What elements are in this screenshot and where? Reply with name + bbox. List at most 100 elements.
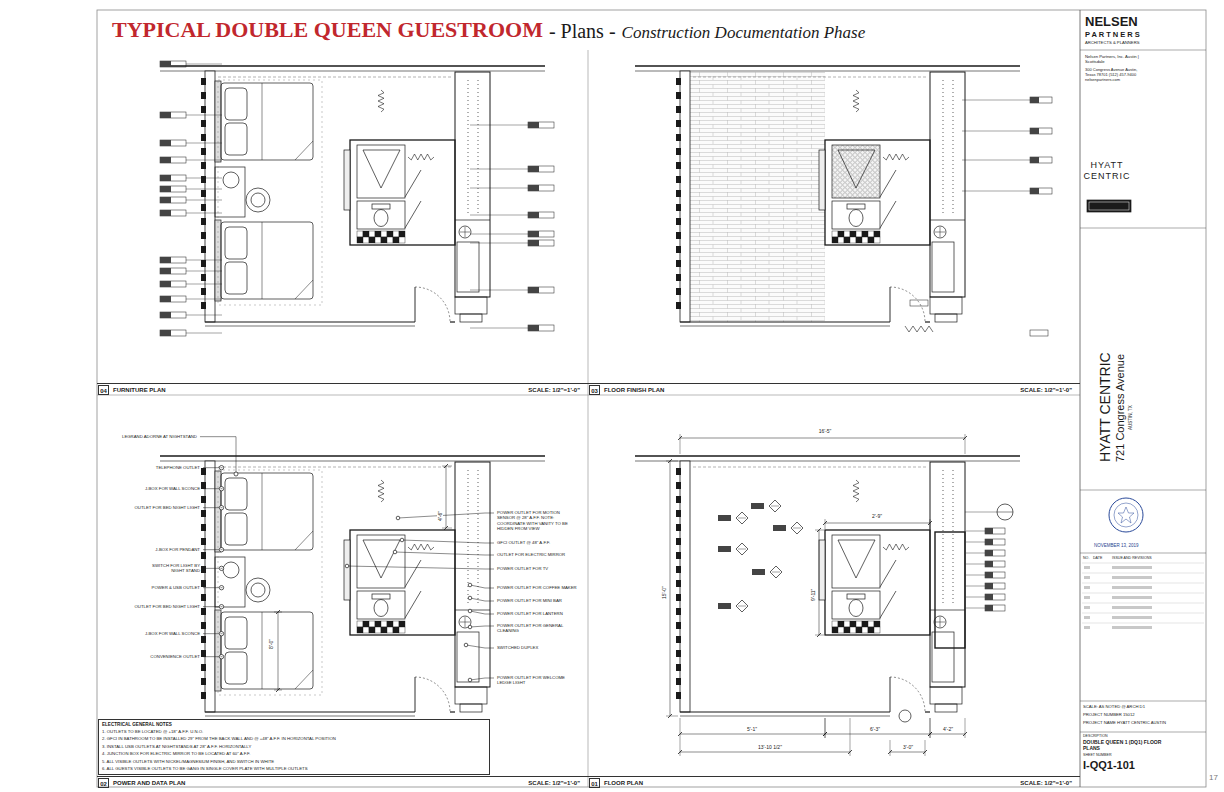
outlet-symbol — [468, 678, 472, 682]
text-holder: POWER AND DATA PLAN — [113, 780, 185, 788]
callout-tag — [528, 240, 554, 246]
outlet-symbol — [219, 631, 223, 635]
closet-rod — [468, 80, 469, 215]
window-mullion — [201, 608, 206, 615]
corridor-wall — [450, 711, 455, 712]
text-holder: NOVEMBER 13, 2019 — [1094, 543, 1139, 549]
finish-tags — [905, 97, 1052, 336]
entry-ledge — [935, 314, 957, 322]
callout-tag — [160, 140, 186, 146]
label-holder: POWER OUTLET FOR TV — [497, 566, 548, 571]
keynote-tag — [985, 583, 1005, 589]
extension-line — [680, 718, 681, 738]
outlet-symbol — [219, 486, 223, 490]
wall-hatch — [874, 621, 880, 627]
label-holder: LEGRAND ADORNE AT NIGHTSTAND — [122, 434, 197, 439]
window-mullion — [201, 482, 206, 489]
panel-title-band: 04FURNITURE PLANSCALE: 1/2"=1'-0" — [97, 383, 588, 395]
tile-finish — [832, 145, 880, 198]
dimension-line — [446, 466, 447, 528]
curtain-line — [218, 77, 452, 78]
bathroom-wall — [350, 140, 455, 245]
corridor-wall — [925, 711, 930, 712]
wall-hatch — [832, 621, 838, 627]
callout-label: POWER OUTLET FOR MOTION SENSOR @ 28" A.F… — [497, 510, 579, 531]
leader-line — [186, 64, 222, 65]
keynote-diamond — [772, 572, 780, 573]
sheet-border — [97, 10, 1206, 787]
exterior-wall — [160, 65, 545, 67]
wall-hatch — [357, 237, 363, 243]
text-holder: SCALE: 1/2"=1'-0" — [1020, 780, 1072, 788]
callout-tag — [160, 140, 171, 146]
toilet-tank — [372, 594, 390, 599]
curtain-line — [693, 467, 927, 468]
callout-label: POWER OUTLET FOR LANTERN — [497, 611, 563, 616]
window-mullion — [676, 302, 681, 309]
pillow — [225, 123, 247, 155]
text-holder: 2. GFCI IN BATHROOM TO BE INSTALLED 29" … — [102, 736, 336, 741]
text-holder: PARTNERS — [1085, 30, 1142, 39]
door-swing — [890, 287, 925, 322]
wall-hatch — [363, 621, 369, 627]
revision-row — [1082, 623, 1204, 624]
callout-tag — [160, 210, 186, 216]
keynote-tag — [985, 550, 993, 556]
leader-line — [470, 290, 528, 291]
vanity — [357, 145, 405, 198]
window-mullion — [676, 692, 681, 699]
title-block-text: NELSEN — [1085, 14, 1138, 30]
label-holder: 15'-0" — [661, 585, 667, 600]
outlet-symbol — [221, 656, 223, 657]
window-mullion — [676, 636, 681, 643]
leader-line — [470, 125, 528, 126]
nightstand — [215, 167, 245, 217]
text-holder: SHEET NUMBER — [1083, 753, 1112, 757]
window-mullion — [201, 580, 206, 587]
title-block-rule — [1080, 732, 1206, 733]
window-mullion — [201, 120, 206, 127]
leader-line — [470, 234, 528, 235]
dimensions — [274, 434, 967, 756]
window-mullion — [676, 92, 681, 99]
wall-hatch — [375, 627, 381, 633]
callout-tag — [160, 281, 171, 287]
title-block-text: Nelsen Partners, Inc. Austin | Scottsdal… — [1085, 54, 1155, 65]
label-holder: 4'-6" — [437, 510, 443, 522]
callout-label: GFCI OUTLET @ 48" A.F.F. — [497, 540, 550, 545]
label-holder: OUTLET FOR BED NIGHT LIGHT — [100, 505, 200, 510]
text-holder: 4. JUNCTION BOX FOR ELECTRIC MIRROR TO B… — [102, 751, 250, 756]
text-holder: AUSTIN, TX — [1128, 405, 1134, 430]
general-notes-box-text: 5. ALL VISIBLE OUTLETS WITH NICKEL/MAGNE… — [102, 759, 274, 764]
window-mullion — [676, 468, 681, 475]
dimension-line — [890, 752, 925, 753]
entry-ledge — [935, 704, 957, 712]
revision-entry — [1084, 606, 1090, 609]
wall-hatch — [844, 237, 850, 243]
callout-tag — [528, 325, 554, 331]
wall-hatch — [357, 627, 363, 633]
window-mullion — [201, 162, 206, 169]
toilet-bowl — [374, 210, 388, 227]
closet — [455, 462, 490, 687]
extension-line — [680, 738, 681, 756]
title-block-text: PROJECT NAME HYATT CENTRIC AUSTIN — [1083, 720, 1166, 725]
keynote-tag — [985, 539, 993, 545]
callout-tag — [528, 231, 554, 237]
finish-tag — [1030, 157, 1052, 163]
general-notes-box-text: 2. GFCI IN BATHROOM TO BE INSTALLED 29" … — [102, 736, 336, 741]
label-holder: POWER OUTLET FOR MOTION SENSOR @ 28" A.F… — [497, 510, 579, 531]
callout-tag — [160, 296, 186, 302]
safe-symbol — [940, 617, 941, 627]
text-holder: 5. ALL VISIBLE OUTLETS WITH NICKEL/MAGNE… — [102, 759, 274, 764]
door-leaf — [405, 591, 421, 618]
leader-line — [470, 328, 528, 329]
leader-line — [203, 488, 219, 489]
label-holder: 9'-11" — [810, 588, 816, 602]
extension-line — [965, 434, 966, 454]
toilet-bowl — [849, 600, 863, 617]
corridor-wall — [205, 716, 415, 717]
leader-line — [470, 585, 494, 588]
outlet-symbol — [393, 550, 397, 554]
